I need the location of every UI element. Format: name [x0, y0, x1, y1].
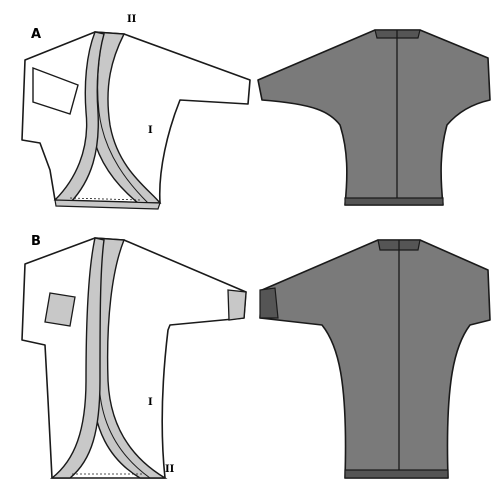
view-b-back: [259, 239, 491, 479]
view-a-body-piece-label: I: [148, 125, 153, 136]
view-b-front-band-left: [49, 237, 105, 479]
view-b-band-piece-label: II: [165, 464, 175, 475]
view-a: A II I: [21, 14, 491, 210]
view-b-back-sleeve-cuff: [259, 287, 279, 319]
view-a-front-hem-band: [54, 199, 161, 210]
view-a-front-body: [21, 31, 251, 204]
view-a-back: [257, 29, 491, 206]
view-a-back-body: [257, 29, 491, 206]
view-b: B I II: [21, 234, 491, 479]
view-a-front: II I: [21, 14, 251, 210]
view-a-band-piece-label: II: [127, 14, 137, 25]
view-b-back-body: [259, 239, 491, 479]
view-b-front: I II: [21, 237, 247, 479]
view-b-front-body: [21, 237, 247, 479]
view-b-back-hem-band: [344, 469, 449, 479]
view-a-front-sleeve-fold: [32, 66, 79, 115]
view-b-body-piece-label: I: [148, 397, 153, 408]
view-b-label: B: [31, 234, 41, 249]
view-b-front-sleeve-cuff-left: [44, 292, 76, 327]
view-a-label: A: [31, 27, 41, 42]
view-a-back-hem-band: [344, 197, 444, 206]
view-b-front-sleeve-cuff-right: [227, 289, 247, 321]
